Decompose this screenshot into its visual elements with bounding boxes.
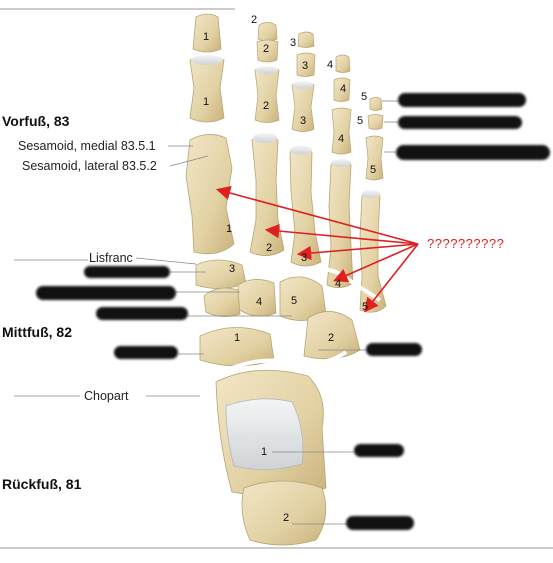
chopart-label: Chopart [84,389,129,403]
num-toe5-middle: 5 [357,115,364,127]
num-toe2-middle: 2 [263,43,270,55]
num-toe5-distal: 5 [361,91,368,103]
redacted-label-cuneiform-2 [36,286,176,300]
num-hallux-proximal: 1 [203,96,210,108]
section-forefoot: Vorfuß, 83 [2,113,70,129]
num-toe4-distal: 4 [327,59,334,71]
metatarsal-3-head [290,145,312,155]
arrow-to-metatarsal-4 [333,243,419,283]
num-calcaneus: 2 [283,512,290,524]
redacted-label-toe5-proximal [396,145,550,160]
toe5-middle [367,114,384,130]
section-midfoot: Mittfuß, 82 [2,324,72,340]
num-toe3-proximal: 3 [300,115,307,127]
toe4-middle [333,77,351,102]
toe3-distal [297,31,315,48]
cuneiform-4 [237,279,277,317]
num-toe3-distal: 3 [290,37,297,49]
redacted-label-calcaneus [346,516,414,530]
num-hallux-distal: 1 [203,31,210,43]
redacted-label-talus [354,444,404,457]
question-arrows [215,185,419,313]
num-metatarsal-4: 4 [335,278,342,290]
metatarsal-2-head [253,133,277,143]
toe4-distal [335,54,351,73]
toe2-proximal [254,66,280,123]
calcaneus [241,480,327,546]
sesamoid-lateral-label: Sesamoid, lateral 83.5.2 [22,159,157,173]
num-metatarsal-5: 5 [362,301,369,313]
lisfranc-joint-line [195,255,382,302]
metatarsal-2 [249,135,285,256]
toe2-cartilage [256,66,278,74]
redacted-label-cuneiform-3 [96,307,188,320]
toe4-proximal [331,107,352,155]
redacted-label-toe5-distal [398,93,526,107]
sesamoid-medial-label: Sesamoid, medial 83.5.1 [18,139,156,153]
toe5-proximal [365,135,384,181]
arrow-to-metatarsal-1 [215,185,419,245]
num-toe3-middle: 3 [302,60,309,72]
metatarsal-5-head [362,190,380,198]
num-metatarsal-2: 2 [266,242,273,254]
hallux-distal-phalanx [192,13,222,53]
num-toe2-proximal: 2 [263,100,270,112]
section-hindfoot: Rückfuß, 81 [2,476,82,492]
num-cuboid: 2 [328,332,335,344]
redacted-label-cuneiform-1 [84,266,170,278]
num-toe5-proximal: 5 [370,164,377,176]
lisfranc-right-leader [135,257,197,265]
num-cuboid-5: 5 [291,295,298,307]
hallux-cartilage [191,55,223,65]
toe3-middle [296,52,316,77]
toe3-cartilage [293,81,313,89]
hallux-proximal-phalanx [189,55,225,123]
chopart-joint-line [198,350,348,390]
arrow-to-metatarsal-3 [296,243,419,261]
num-cuneiform-4: 4 [256,296,263,308]
metatarsal-1 [185,134,235,255]
num-navicular: 1 [234,332,241,344]
metatarsal-3 [289,148,322,267]
num-metatarsal-3: 3 [301,252,308,264]
arrow-to-metatarsal-2 [264,223,419,245]
num-talus: 1 [261,446,268,458]
num-toe4-middle: 4 [340,83,347,95]
toe2-middle [256,39,279,63]
redacted-label-navicular [114,346,178,359]
question-marks-label: ?????????? [427,236,505,251]
toe5-distal [369,97,383,111]
arrow-to-metatarsal-5 [364,243,419,313]
num-cuneiform-3: 3 [229,263,236,275]
cuneiform-intermediate [203,287,241,317]
talus-articular-surface [225,398,304,470]
metatarsal-4-head [331,159,351,167]
redacted-label-toe5-middle [398,116,522,129]
sesamoid-lateral-leader [169,155,209,167]
lisfranc-label: Lisfranc [89,251,133,265]
toe2-distal [257,22,278,42]
redacted-label-cuboid [366,343,422,356]
num-metatarsal-1: 1 [226,223,233,235]
num-toe4-proximal: 4 [338,133,345,145]
num-toe2-distal: 2 [251,14,258,26]
